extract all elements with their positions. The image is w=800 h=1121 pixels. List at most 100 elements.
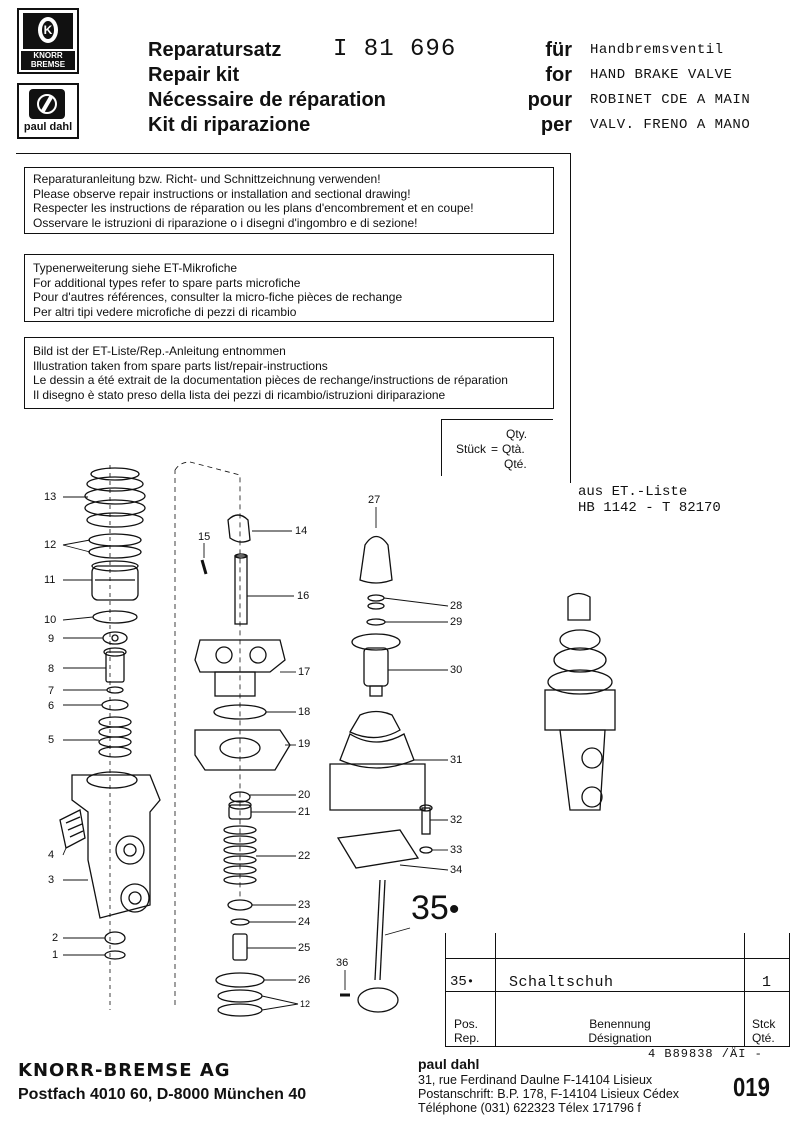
part-spring-13 — [84, 467, 146, 528]
part-label-21: 21 — [298, 806, 311, 818]
part-ring-12b — [217, 989, 263, 1017]
part-plate-4 — [59, 809, 86, 849]
part-spring-22 — [223, 825, 257, 885]
part-filter-2 — [104, 931, 126, 945]
part-screw-32 — [419, 804, 433, 835]
part-label-2: 2 — [52, 932, 59, 944]
part-label-14: 14 — [295, 525, 308, 537]
assembled-valve — [544, 592, 616, 811]
part-plunger-25 — [232, 933, 248, 961]
part-label-23: 23 — [298, 899, 311, 911]
part-label-12b: 12 — [300, 999, 311, 1009]
highlight-part-35: 35• — [411, 889, 460, 927]
frame-top-line — [16, 153, 571, 154]
part-lever-30 — [351, 633, 401, 697]
part-label-24: 24 — [298, 916, 311, 928]
knorr-k-emblem: K — [23, 13, 73, 49]
title-french: Nécessaire de réparation — [148, 89, 386, 111]
bom-table-frame: 35• Schaltschuh 1 — [445, 933, 790, 1016]
part-label-22: 22 — [298, 850, 311, 862]
part-housing-3 — [71, 771, 161, 919]
leader-lines — [62, 496, 449, 1011]
part-ring-10 — [92, 610, 138, 624]
part-knob-27 — [359, 535, 393, 584]
part-label-29: 29 — [450, 616, 463, 628]
bom-header-pos: Pos.Rep. — [454, 1017, 480, 1045]
notice-repair-instructions: Reparaturanleitung bzw. Richt- und Schni… — [24, 167, 554, 234]
part-valve-8 — [103, 647, 127, 683]
part-gasket-19 — [194, 729, 291, 771]
part-label-12a: 12 — [44, 539, 57, 551]
part-label-11: 11 — [44, 574, 56, 586]
part-label-32: 32 — [450, 814, 463, 826]
part-clip-1 — [104, 950, 126, 960]
product-name-block: Handbremsventil HAND BRAKE VALVE ROBINET… — [590, 38, 750, 138]
part-ring-29 — [366, 618, 386, 626]
part-label-1: 1 — [52, 949, 59, 961]
part-plate-34 — [336, 829, 420, 869]
part-clip-14 — [227, 514, 251, 543]
part-label-33: 33 — [450, 844, 463, 856]
product-french: ROBINET CDE A MAIN — [590, 92, 751, 108]
part-label-28: 28 — [450, 600, 463, 612]
preposition-block: für for pour per — [527, 39, 572, 136]
part-pin-15 — [200, 559, 208, 575]
part-label-3: 3 — [48, 874, 55, 886]
part-ring-6 — [101, 699, 129, 711]
product-english: HAND BRAKE VALVE — [590, 67, 733, 83]
part-label-30: 30 — [450, 664, 463, 676]
part-label-27: 27 — [368, 494, 381, 506]
part-ring-7 — [106, 686, 124, 694]
part-label-36: 36 — [336, 957, 349, 969]
page-number: 019 — [733, 1072, 770, 1102]
bom-row-designation: Schaltschuh — [509, 974, 614, 991]
part-washer-33 — [419, 846, 433, 854]
part-label-8: 8 — [48, 663, 55, 675]
part-label-31: 31 — [450, 754, 463, 766]
part-label-34: 34 — [450, 864, 463, 876]
footer-company: KNORR-BREMSE AG — [18, 1060, 231, 1081]
product-german: Handbremsventil — [590, 42, 724, 58]
part-label-4: 4 — [48, 849, 55, 861]
part-label-15: 15 — [198, 531, 211, 543]
part-spring-28 — [367, 594, 385, 610]
part-label-6: 6 — [48, 700, 55, 712]
part-label-17: 17 — [298, 666, 311, 678]
title-german: Reparatursatz — [148, 39, 282, 61]
part-label-26: 26 — [298, 974, 311, 986]
frame-right-line — [570, 153, 571, 483]
title-italian: Kit di riparazione — [148, 114, 311, 136]
notice-illustration-source: Bild ist der ET-Liste/Rep.-Anleitung ent… — [24, 337, 554, 409]
part-label-18: 18 — [298, 706, 311, 718]
part-label-9: 9 — [48, 633, 55, 645]
part-label-10: 10 — [44, 614, 57, 626]
part-ring-12a — [88, 533, 142, 559]
part-ring-26 — [215, 972, 265, 988]
footer-address: Postfach 4010 60, D-8000 München 40 — [18, 1086, 307, 1103]
paul-dahl-emblem — [29, 89, 65, 119]
part-ring-20 — [229, 791, 251, 803]
part-label-7: 7 — [48, 685, 55, 697]
part-spring-5 — [98, 716, 132, 758]
part-label-19: 19 — [298, 738, 311, 750]
part-sleeve-11 — [91, 560, 139, 601]
bom-row-pos: 35• — [450, 974, 475, 990]
quantity-legend-box: Qty. Stück = Qtà. Qté. — [441, 419, 553, 476]
paul-dahl-logo: paul dahl — [17, 83, 79, 139]
paul-dahl-logo-text: paul dahl — [23, 121, 73, 133]
part-cover-17 — [194, 639, 286, 697]
product-italian: VALV. FRENO A MANO — [590, 117, 751, 133]
source-note: aus ET.-Liste HB 1142 - T 82170 — [578, 484, 721, 516]
part-boot-31 — [329, 710, 426, 811]
kit-number: I 81 696 — [333, 36, 457, 63]
part-label-25: 25 — [298, 942, 311, 954]
part-seat-23 — [227, 899, 253, 911]
part-ring-24 — [230, 918, 250, 926]
part-label-13: 13 — [44, 491, 57, 503]
